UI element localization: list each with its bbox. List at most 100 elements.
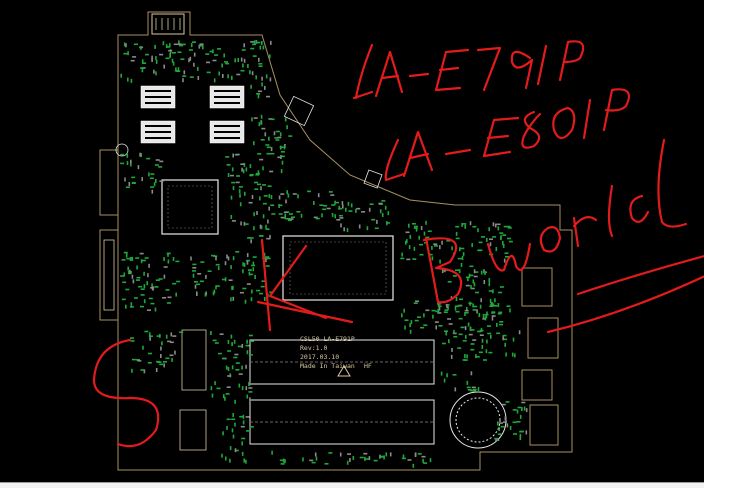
passive-component [196,283,201,286]
passive-component [166,46,171,48]
passive-component [292,193,297,195]
passive-component [137,360,142,362]
passive-component [470,348,475,351]
passive-component [457,347,462,349]
passive-component [409,234,412,239]
passive-component [455,310,460,313]
passive-component [123,272,126,277]
passive-component [260,120,263,125]
passive-component [240,163,245,165]
passive-component [491,315,496,317]
passive-component [345,207,347,212]
passive-component [192,270,196,272]
passive-component [247,64,249,68]
passive-component [518,330,521,335]
passive-component [386,221,388,226]
passive-component [230,334,233,339]
passive-component [413,227,418,229]
passive-component [221,278,226,281]
passive-component [420,326,425,329]
passive-component [455,237,460,240]
passive-component [222,74,224,78]
passive-component [231,342,233,347]
passive-component [227,256,230,261]
passive-component [122,281,127,284]
passive-component [138,285,143,288]
passive-component [254,181,258,184]
passive-component [231,365,234,370]
passive-component [135,257,140,259]
passive-component [256,41,261,44]
passive-component [429,458,432,463]
passive-component [379,209,382,214]
passive-component [159,363,164,366]
passive-component [168,49,173,52]
passive-component [175,67,177,72]
passive-component [415,300,419,303]
passive-component [127,51,129,56]
passive-component [414,453,417,457]
passive-component [125,43,127,48]
passive-component [368,207,371,212]
passive-component [129,257,132,261]
silk-model: CSL50 LA-E791P [300,335,355,343]
passive-component [165,357,170,360]
passive-component [230,195,233,200]
passive-component [265,256,270,258]
passive-component [484,271,486,275]
passive-component [130,78,133,83]
passive-component [454,306,457,311]
passive-component [434,245,438,247]
passive-component [315,217,320,220]
passive-component [469,221,472,226]
passive-component [188,58,190,63]
passive-component [378,202,383,205]
passive-component [283,211,288,214]
passive-component [125,288,130,291]
passive-component [261,82,263,87]
passive-component [262,184,266,186]
passive-component [232,296,235,301]
passive-component [254,188,259,190]
passive-component [496,322,498,327]
passive-component [150,173,155,175]
passive-component [443,311,448,313]
passive-component [155,59,158,64]
passive-component [154,164,159,166]
passive-component [149,177,154,180]
passive-component [154,307,157,312]
passive-component [455,225,460,228]
passive-component [158,166,163,168]
passive-component [140,67,145,69]
passive-component [452,374,457,376]
passive-component [249,70,251,75]
passive-component [227,173,230,177]
passive-component [126,161,129,165]
passive-component [165,57,170,60]
passive-component [271,213,276,215]
passive-component [169,341,174,344]
passive-component [182,75,187,77]
passive-component [512,421,517,424]
passive-component [227,350,232,352]
passive-component [439,259,441,264]
passive-component [448,339,450,344]
passive-component [155,56,157,61]
pcb-canvas[interactable]: CSL50 LA-E791P Rev:1.0 2017.03.10 Made I… [0,0,704,487]
annotation-kb-world [260,138,688,332]
passive-component [240,425,245,428]
passive-component [425,220,427,225]
passive-component [233,356,238,359]
passive-component [491,302,493,306]
passive-component [286,125,288,130]
passive-component [124,177,126,182]
passive-component [253,117,258,119]
passive-component [471,243,473,248]
passive-component [171,58,174,63]
passive-component [225,456,227,461]
passive-component [291,216,295,218]
passive-component [284,213,287,218]
passive-component [163,361,167,363]
handwritten-annotations [92,40,704,448]
passive-component [479,334,484,336]
